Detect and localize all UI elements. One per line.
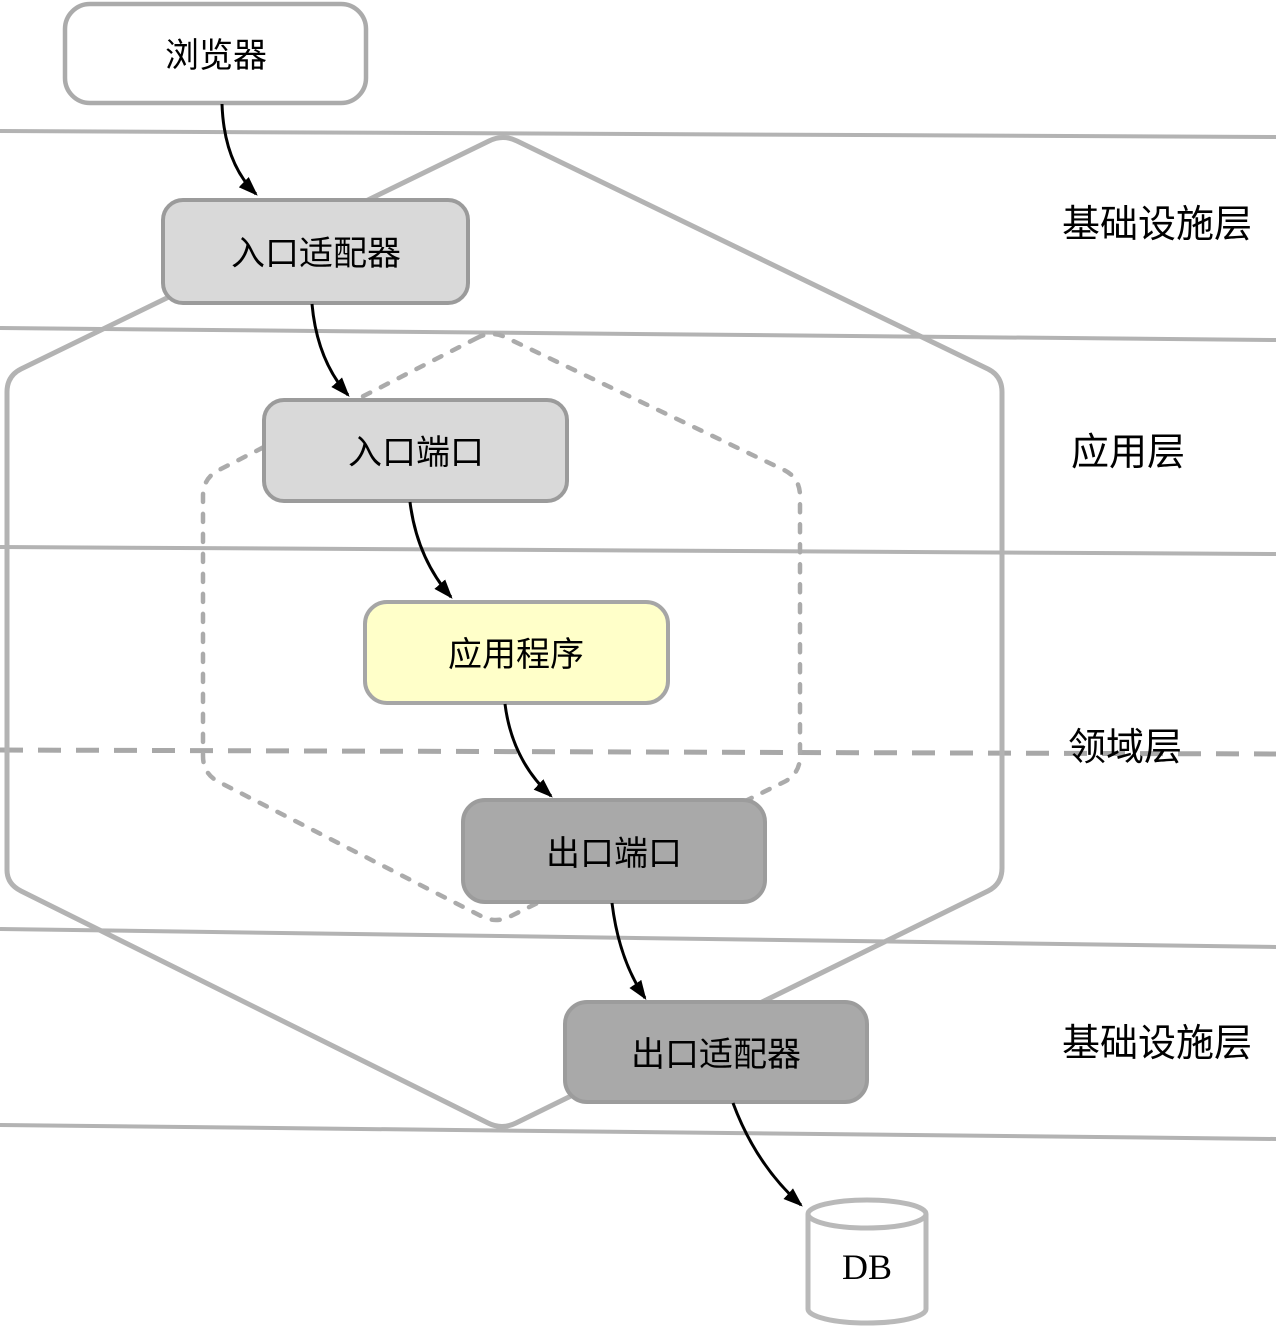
node-browser: 浏览器 (62, 1, 369, 106)
arrow-browser-to-inbound-adapter (220, 103, 258, 196)
node-outbound-port: 出口端口 (461, 798, 767, 904)
layer-line-1 (0, 129, 1276, 139)
db-cylinder-top (805, 1197, 929, 1231)
arrow-inbound-adapter-to-inbound-port (310, 303, 350, 397)
domain-layer-dashed-line (0, 747, 1276, 757)
layer-line-5 (0, 1123, 1276, 1141)
layer-label-infrastructure-top: 基础设施层 (1062, 204, 1252, 246)
layer-labels: 基础设施层 应用层 领域层 基础设施层 (1062, 204, 1252, 1065)
node-db-cylinder: DB (805, 1197, 929, 1326)
node-inbound-port-label: 入口端口 (348, 434, 484, 472)
arrow-application-to-outbound-port (503, 703, 553, 798)
layer-line-2 (0, 326, 1276, 342)
node-db-label: DB (842, 1247, 892, 1287)
node-outbound-adapter-label: 出口适配器 (631, 1036, 801, 1074)
node-outbound-port-label: 出口端口 (546, 835, 682, 873)
layer-label-application: 应用层 (1071, 432, 1185, 474)
arrow-outbound-port-to-outbound-adapter (610, 902, 647, 1001)
layer-label-domain: 领域层 (1068, 727, 1182, 769)
arrow-inbound-port-to-application (408, 501, 453, 599)
node-browser-label: 浏览器 (165, 37, 267, 75)
layer-boundary-lines (0, 129, 1276, 1141)
node-application: 应用程序 (363, 600, 670, 705)
node-inbound-adapter: 入口适配器 (161, 198, 470, 305)
arrow-outbound-adapter-to-db (731, 1102, 803, 1207)
flow-arrows (220, 103, 803, 1207)
outer-hexagon (4, 135, 1005, 1129)
node-application-label: 应用程序 (448, 636, 584, 674)
inner-dotted-hexagon (200, 331, 803, 923)
layer-label-infrastructure-bottom: 基础设施层 (1062, 1023, 1252, 1065)
db-cylinder-body (805, 1214, 929, 1326)
node-inbound-adapter-label: 入口适配器 (231, 235, 401, 273)
diagram-nodes: 浏览器 入口适配器 入口端口 应用程序 出口端口 出口适配器 DB (62, 1, 929, 1326)
node-inbound-port: 入口端口 (262, 398, 569, 503)
layer-line-3 (0, 545, 1276, 556)
layer-line-4 (0, 927, 1276, 949)
node-outbound-adapter: 出口适配器 (563, 1000, 869, 1104)
